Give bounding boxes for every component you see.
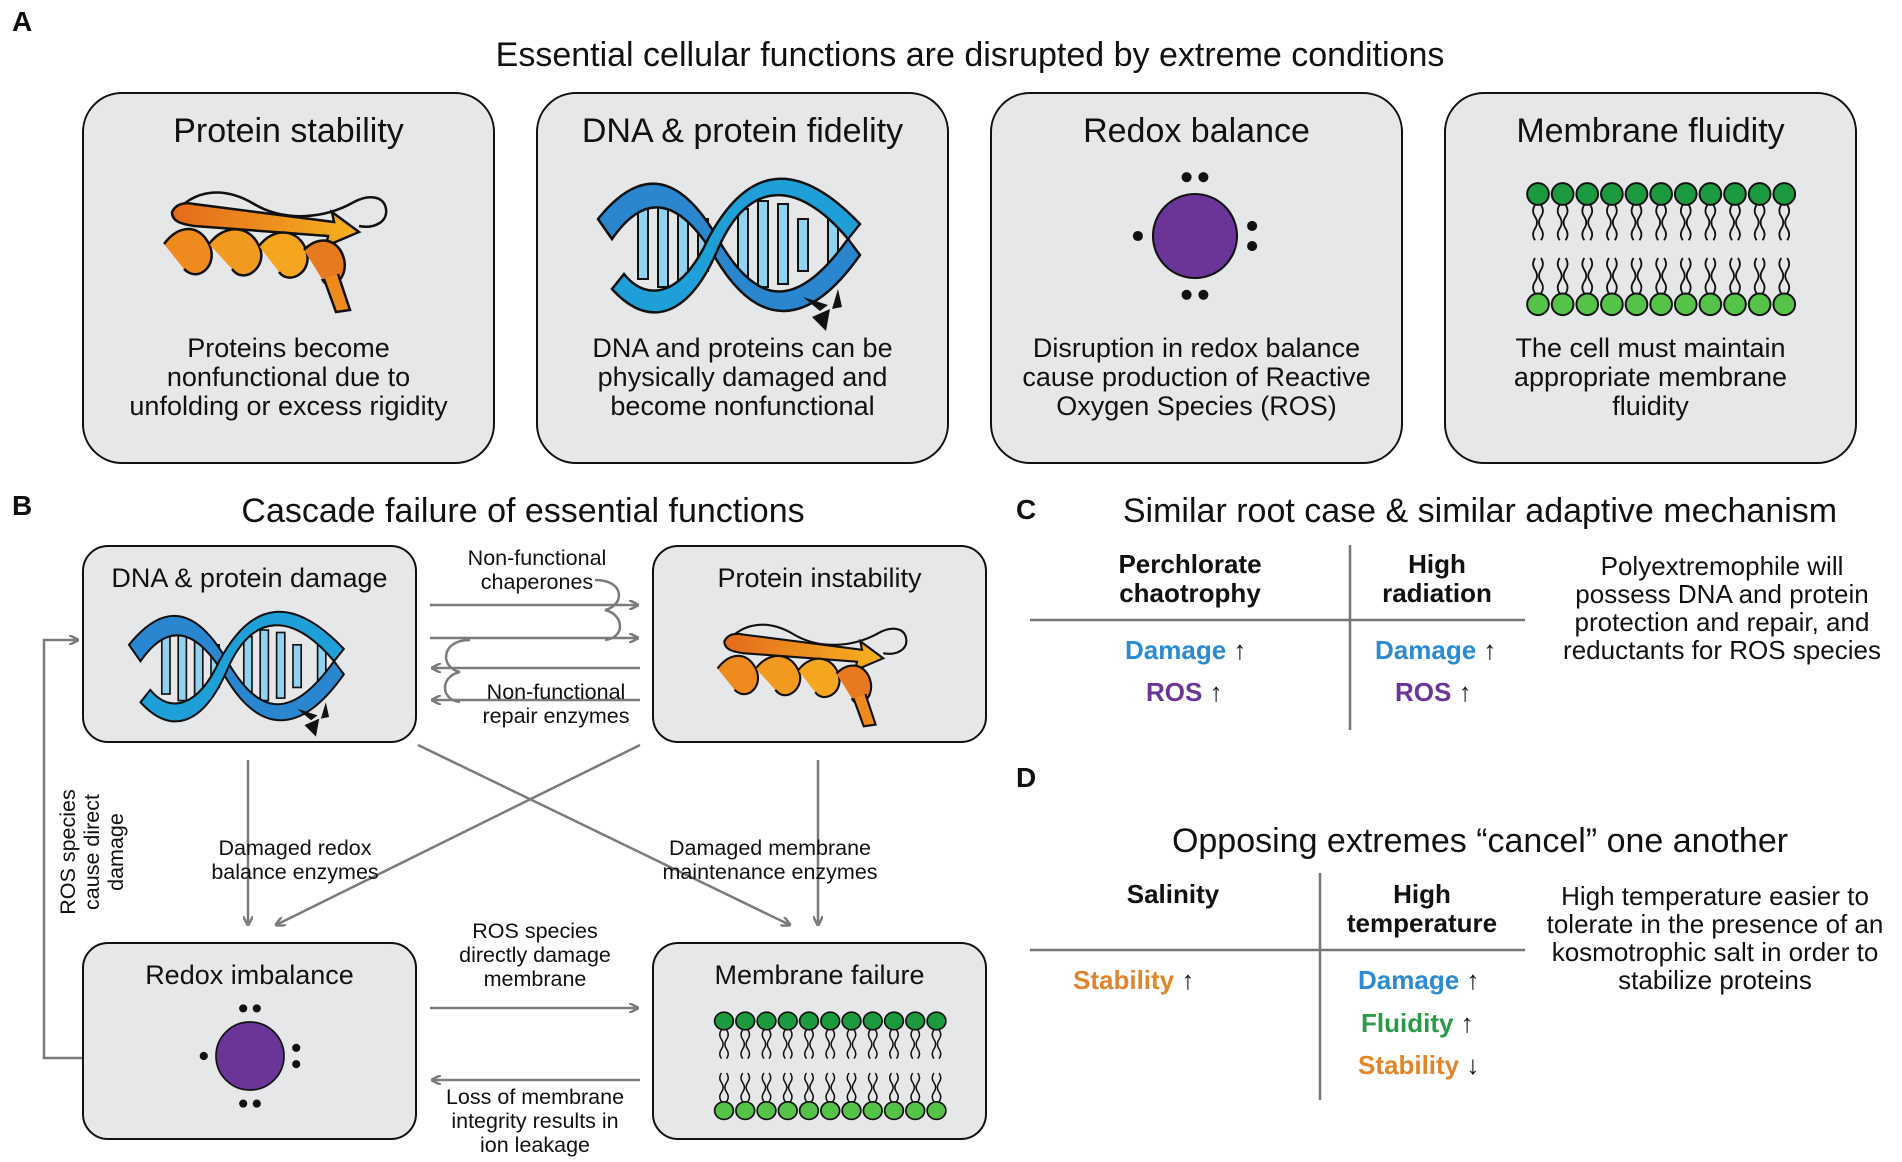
membrane-bilayer-icon [712,1009,1012,1129]
indicator-ros: ROS ↑ [1146,677,1223,707]
radical-icon [198,1003,302,1109]
box-dna-protein-damage: DNA & protein damage [82,545,417,743]
box-membrane-failure: Membrane failure [652,942,987,1140]
panel-d-label: D [1016,762,1037,793]
box-title: Membrane failure [714,960,925,990]
indicator-damage: Damage ↑ [1358,965,1480,995]
panel-a-title: Essential cellular functions are disrupt… [495,36,1445,74]
indicator-damage: Damage ↑ [1125,635,1247,665]
panel-b-title: Cascade failure of essential functions [241,492,805,530]
column-header-salinity: Salinity [1126,879,1220,909]
panel-c-label: C [1016,494,1037,525]
panel-b-label: B [12,490,33,521]
card-title: Redox balance [1083,112,1310,150]
box-redox-imbalance: Redox imbalance [82,942,417,1140]
card-redox-balance: Redox balance Disruption in redox balanc… [990,92,1403,464]
card-title: Membrane fluidity [1516,112,1785,150]
indicator-stability: Stability ↓ [1358,1050,1480,1080]
indicator-damage: Damage ↑ [1375,635,1497,665]
panel-c-title: Similar root case & similar adaptive mec… [1122,492,1838,530]
panel-a-label: A [12,6,33,37]
indicator-fluidity: Fluidity ↑ [1361,1008,1474,1038]
indicator-ros: ROS ↑ [1395,677,1472,707]
cascade-arrows [42,578,1040,1162]
membrane-bilayer-icon [1526,182,1826,322]
card-title: Protein stability [173,112,404,150]
box-title: Protein instability [717,563,922,593]
card-membrane-fluidity: Membrane fluidity The cell must maintain… [1444,92,1857,464]
panel-d-title: Opposing extremes “cancel” one another [1171,822,1789,860]
card-dna-protein-fidelity: DNA & protein fidelity DNA and proteins … [536,92,949,464]
card-title: DNA & protein fidelity [581,112,904,150]
box-protein-instability: Protein instability [652,545,987,743]
dna-helix-icon [127,610,345,738]
box-title: DNA & protein damage [111,563,388,593]
box-title: Redox imbalance [145,960,354,990]
protein-ribbon-icon [716,623,908,728]
radical-icon [1131,171,1259,301]
indicator-stability: Stability ↑ [1073,965,1195,995]
